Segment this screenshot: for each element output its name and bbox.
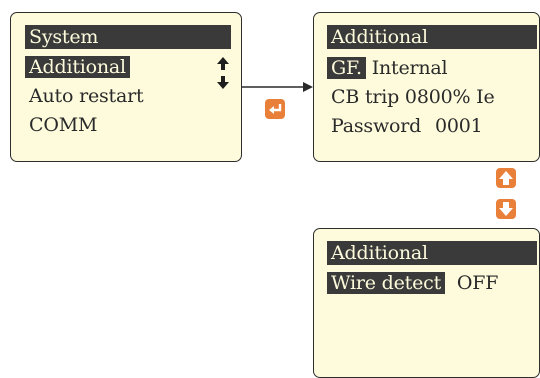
- additional-title-bar: Additional: [327, 25, 537, 49]
- down-button[interactable]: [496, 199, 516, 219]
- enter-key-icon: [269, 104, 282, 114]
- enter-button[interactable]: [265, 99, 285, 119]
- down-key-icon: [499, 202, 513, 216]
- cb-trip-row[interactable]: CB trip 0800% Ie: [331, 86, 495, 108]
- gf-row[interactable]: GF. Internal: [327, 56, 448, 80]
- wire-detect-row[interactable]: Wire detect OFF: [327, 271, 499, 295]
- wire-detect-value: OFF: [456, 272, 499, 294]
- system-title-bar: System: [25, 25, 231, 49]
- password-label: Password: [331, 115, 422, 137]
- additional-screen-1: Additional GF. Internal CB trip 0800% Ie…: [313, 12, 540, 162]
- up-key-icon: [499, 171, 513, 185]
- menu-item-auto-restart[interactable]: Auto restart: [29, 85, 144, 107]
- gf-value: Internal: [371, 57, 448, 79]
- password-value: 0001: [434, 115, 483, 137]
- menu-item-additional-label: Additional: [25, 56, 130, 78]
- connector-arrow: [242, 82, 313, 92]
- menu-item-comm[interactable]: COMM: [29, 114, 98, 136]
- up-down-arrows-icon: [217, 57, 229, 89]
- password-row[interactable]: Password 0001: [331, 114, 483, 138]
- additional-title-bar-2: Additional: [327, 241, 537, 265]
- up-button[interactable]: [496, 168, 516, 188]
- menu-item-additional[interactable]: Additional: [25, 55, 130, 79]
- gf-label: GF.: [327, 57, 366, 79]
- additional-screen-2: Additional Wire detect OFF: [313, 228, 540, 378]
- system-menu-screen: System Additional Auto restart COMM: [10, 12, 242, 162]
- wire-detect-label: Wire detect: [327, 272, 446, 294]
